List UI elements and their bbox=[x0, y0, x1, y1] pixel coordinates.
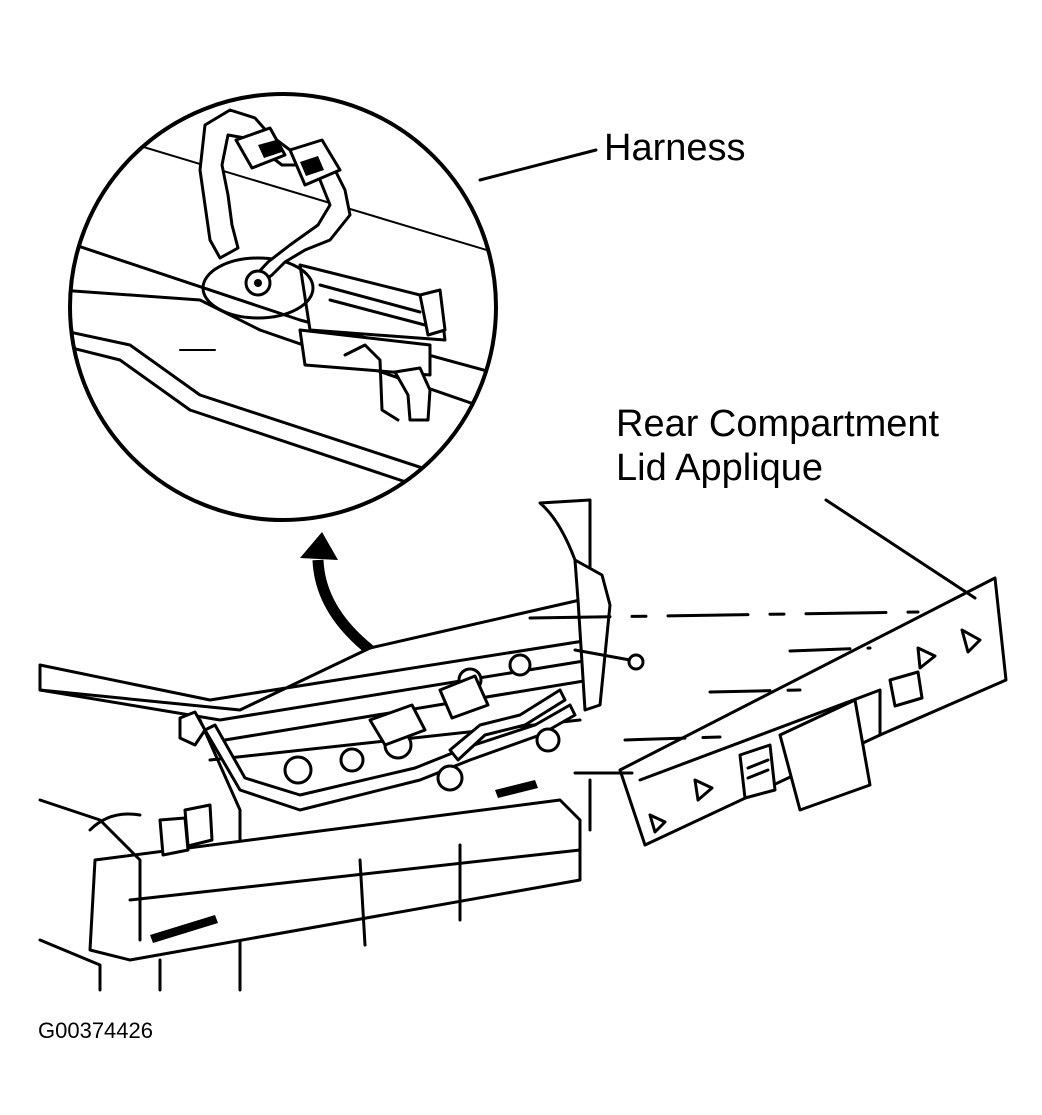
figure-id: G00374426 bbox=[38, 1018, 153, 1043]
detail-view-circle bbox=[68, 92, 498, 522]
harness-label: Harness bbox=[604, 127, 746, 169]
harness-leader-line bbox=[478, 148, 598, 182]
applique-label-line-1: Rear Compartment bbox=[616, 403, 940, 445]
alignment-lines bbox=[528, 610, 920, 832]
applique-panel bbox=[618, 576, 1008, 847]
vehicle-rear-assembly bbox=[38, 498, 645, 992]
applique-label: Rear Compartment Lid Applique bbox=[616, 402, 939, 490]
curved-arrow bbox=[300, 532, 374, 655]
applique-leader-line bbox=[824, 498, 977, 600]
applique-label-line-2: Lid Applique bbox=[616, 447, 824, 489]
